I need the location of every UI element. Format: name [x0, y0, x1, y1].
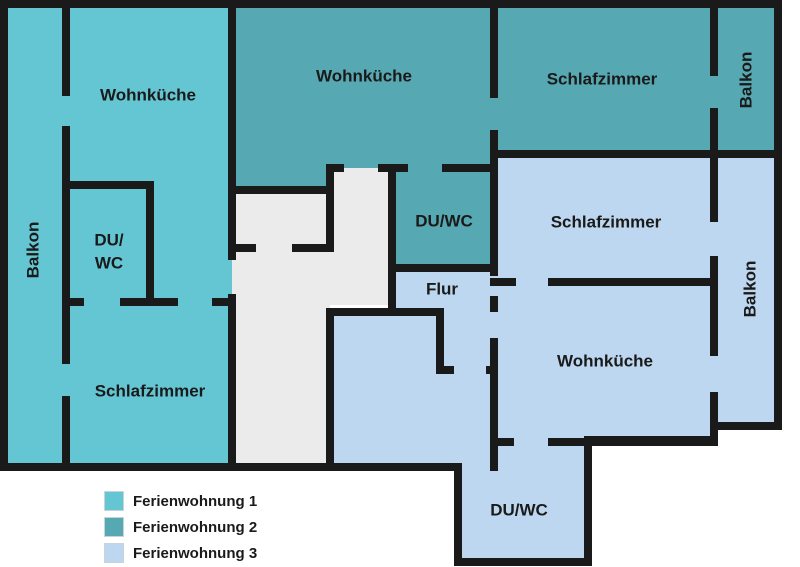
label-du-wc-2: DU/WC: [415, 212, 473, 231]
room-schlafzimmer-3: [494, 154, 714, 282]
legend-label: Ferienwohnung 1: [133, 492, 258, 510]
label-balkon-right: Balkon: [741, 261, 760, 318]
label-wohnkueche-3: Wohnküche: [557, 352, 653, 371]
room-du-wc-3: [454, 442, 589, 564]
label-wohnkueche-2: Wohnküche: [316, 67, 412, 86]
label-du-wc-1-line1: DU/: [94, 231, 124, 250]
room-wohnkueche-2: [232, 0, 494, 190]
label-balkon-left: Balkon: [24, 222, 43, 279]
legend-swatch: [104, 543, 124, 563]
room-lower-middle: [330, 312, 494, 467]
label-schlafzimmer-2: Schlafzimmer: [547, 70, 658, 89]
room-schlafzimmer-1: [66, 302, 232, 467]
room-du-wc-2: [392, 170, 494, 268]
label-flur: Flur: [426, 280, 458, 299]
legend-label: Ferienwohnung 2: [133, 518, 258, 536]
label-schlafzimmer-3: Schlafzimmer: [551, 213, 662, 232]
label-du-wc-3: DU/WC: [490, 501, 548, 520]
room-wohnkueche-3: [494, 282, 714, 442]
room-balkon-top-right: [714, 0, 780, 154]
label-wohnkueche-1: Wohnküche: [100, 86, 196, 105]
room-circulation: [232, 168, 392, 467]
legend-item-ferienwohnung-1: Ferienwohnung 1: [104, 488, 257, 514]
walls: [0, 0, 782, 566]
legend-swatch: [104, 517, 124, 537]
label-du-wc-1-line2: WC: [95, 254, 123, 273]
legend-label: Ferienwohnung 3: [133, 544, 258, 562]
label-schlafzimmer-1: Schlafzimmer: [95, 382, 206, 401]
room-balkon-left: [0, 0, 66, 467]
legend-swatch: [104, 491, 124, 511]
label-balkon-top-right: Balkon: [737, 52, 756, 109]
legend: Ferienwohnung 1 Ferienwohnung 2 Ferienwo…: [104, 488, 257, 566]
legend-item-ferienwohnung-3: Ferienwohnung 3: [104, 540, 257, 566]
room-balkon-right: [714, 154, 780, 428]
room-schlafzimmer-2: [494, 0, 714, 154]
legend-item-ferienwohnung-2: Ferienwohnung 2: [104, 514, 257, 540]
